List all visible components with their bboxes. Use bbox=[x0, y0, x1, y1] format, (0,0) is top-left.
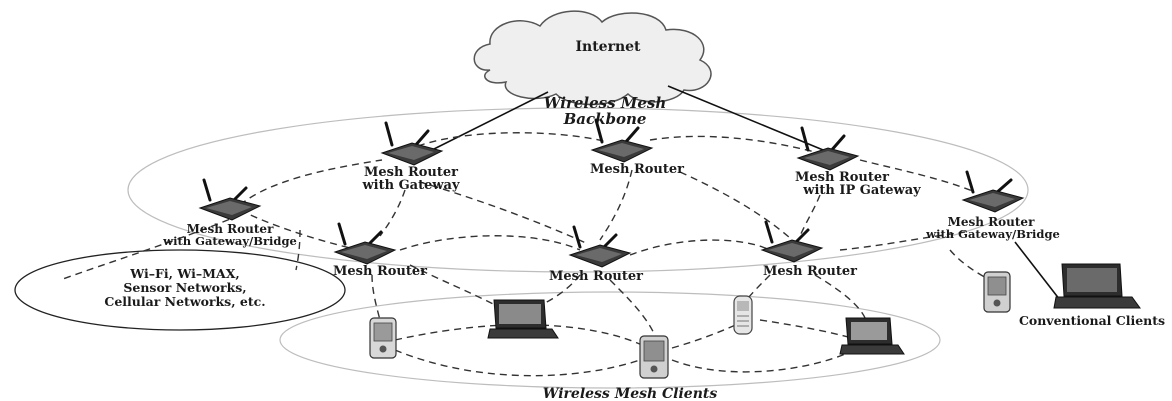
mesh-link bbox=[379, 189, 406, 237]
router-icon bbox=[198, 178, 262, 221]
pda-icon bbox=[983, 271, 1011, 313]
router-icon bbox=[796, 126, 860, 171]
mesh-link bbox=[629, 239, 771, 256]
clients-label: Wireless Mesh Clients bbox=[543, 386, 718, 401]
router-label-line2: with Gateway bbox=[361, 178, 460, 193]
mesh-link bbox=[239, 159, 383, 206]
other-networks-line1: Wi–Fi, Wi–MAX, bbox=[129, 266, 240, 281]
router-label-line1: Mesh Router bbox=[549, 269, 643, 284]
router-label-line2: with Gateway/Bridge bbox=[925, 227, 1060, 241]
bridge-link bbox=[1014, 241, 1061, 301]
other-networks-oval bbox=[14, 249, 346, 331]
internet-link-right bbox=[667, 85, 829, 153]
router-icon bbox=[380, 121, 444, 166]
mesh-link bbox=[814, 274, 867, 321]
router-icon bbox=[590, 118, 654, 163]
other-networks-line3: Cellular Networks, etc. bbox=[104, 294, 265, 309]
mesh-link bbox=[399, 235, 581, 251]
router-label-line1: Mesh Router bbox=[187, 222, 274, 236]
laptop-icon bbox=[839, 317, 905, 355]
backbone-label-line1: Wireless Mesh bbox=[544, 94, 667, 112]
mesh-link bbox=[671, 321, 743, 349]
mesh-link bbox=[609, 279, 657, 339]
router-label-line1: Mesh Router bbox=[364, 165, 458, 180]
backbone-label-line2: Backbone bbox=[563, 110, 647, 128]
internet-label: Internet bbox=[575, 39, 641, 55]
router-icon bbox=[760, 220, 824, 263]
mesh-link bbox=[417, 132, 609, 147]
router-label-line2: with IP Gateway bbox=[802, 183, 921, 198]
mesh-link bbox=[59, 214, 241, 281]
router-label-line1: Mesh Router bbox=[590, 162, 684, 177]
mesh-link bbox=[649, 135, 816, 153]
mesh-link bbox=[679, 171, 791, 239]
router-label-line1: Mesh Router bbox=[333, 264, 427, 279]
mesh-link bbox=[419, 181, 589, 245]
laptop-icon bbox=[1053, 263, 1141, 309]
mesh-link bbox=[295, 229, 301, 271]
clients-oval bbox=[279, 291, 941, 389]
pda-icon bbox=[369, 317, 397, 359]
cellphone-icon bbox=[733, 295, 753, 335]
mesh-link bbox=[759, 319, 853, 339]
laptop-icon bbox=[487, 299, 559, 339]
mesh-link bbox=[371, 274, 381, 321]
router-icon bbox=[568, 225, 632, 268]
mesh-link bbox=[859, 159, 976, 193]
mesh-link bbox=[599, 169, 633, 241]
router-label-line2: with Gateway/Bridge bbox=[162, 234, 297, 248]
pda-icon bbox=[639, 335, 669, 379]
mesh-link bbox=[744, 274, 771, 303]
mesh-link bbox=[839, 231, 966, 251]
mesh-link bbox=[394, 349, 641, 377]
conventional-clients-label: Conventional Clients bbox=[1019, 313, 1165, 328]
router-label-line1: Mesh Router bbox=[795, 170, 889, 185]
router-label-line1: Mesh Router bbox=[763, 264, 857, 279]
other-networks-line2: Sensor Networks, bbox=[123, 280, 246, 295]
mesh-link bbox=[671, 351, 851, 373]
mesh-link bbox=[949, 249, 991, 281]
mesh-link bbox=[799, 194, 821, 237]
mesh-link bbox=[409, 264, 496, 306]
router-icon bbox=[333, 222, 397, 265]
internet-cloud-icon bbox=[473, 10, 712, 106]
router-icon bbox=[961, 170, 1025, 213]
backbone-oval bbox=[127, 107, 1029, 273]
router-label-line1: Mesh Router bbox=[948, 215, 1035, 229]
